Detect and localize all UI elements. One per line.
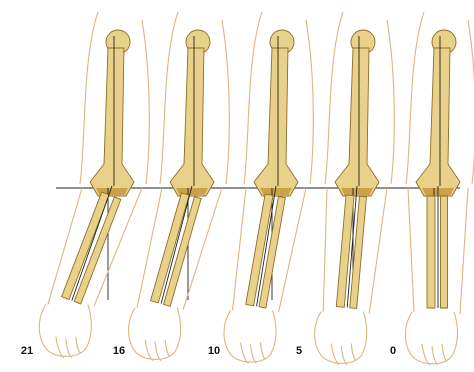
hand-outline [224, 310, 276, 363]
radius [427, 196, 435, 308]
arm-1 [129, 12, 230, 361]
angle-label-1: 16 [107, 345, 131, 357]
humerus [254, 48, 298, 196]
hand-outline [315, 312, 367, 365]
humerus [90, 48, 134, 196]
angle-label-3: 5 [287, 345, 311, 357]
angle-label-0: 21 [15, 345, 39, 357]
humerus [416, 48, 460, 196]
angle-label-4: 0 [381, 345, 405, 357]
ulna [441, 196, 448, 308]
hand-outline [129, 308, 181, 361]
hand-outline [39, 305, 91, 358]
humerus [170, 48, 214, 196]
arm-0 [39, 12, 149, 358]
hand-outline [405, 312, 457, 365]
angle-label-2: 10 [202, 345, 226, 357]
humerus [335, 48, 379, 196]
